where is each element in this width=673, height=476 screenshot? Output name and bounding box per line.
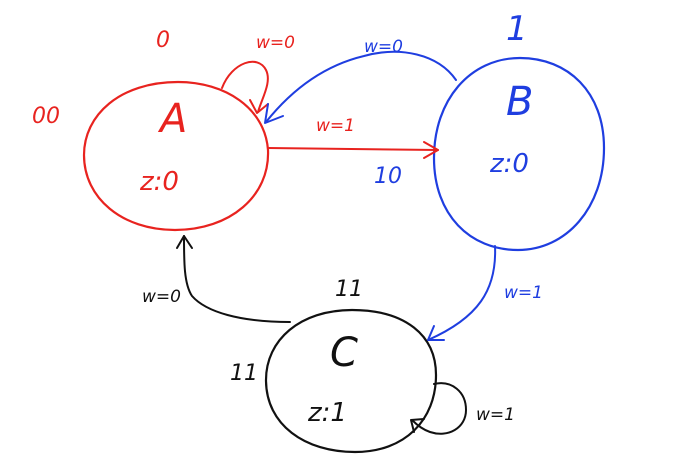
state-a-code-digit: 0 [156,28,170,53]
arrow-c-to-a [183,235,291,323]
label-c-to-a: w=0 [142,287,181,307]
arrow-b-to-a [265,50,457,123]
transition-c-to-c: w=1 [410,382,515,435]
state-b-code-digit: 1 [506,9,528,49]
label-a-to-b: w=1 [316,116,355,136]
state-c-name: C [330,330,358,376]
state-c-code-left: 11 [230,361,258,386]
transition-b-to-c: w=1 [427,245,543,341]
arrowhead-a-self-loop [249,99,269,114]
label-b-to-a: w=0 [364,37,403,57]
transition-b-to-a: w=0 [264,37,457,124]
state-b-code: 10 [374,164,402,189]
arrowhead-b-to-a [264,103,284,124]
state-b-name: B [506,79,533,125]
arrow-a-self-loop [221,60,269,113]
state-a-circle [82,80,270,232]
state-c-output: z:1 [307,398,347,428]
state-a-output: z:0 [139,167,179,197]
state-a: A z:0 00 0 [32,28,270,232]
arrow-b-to-c [427,245,497,341]
arrow-a-to-b [267,147,439,151]
state-c-circle [264,308,438,454]
transition-a-to-b: w=1 [267,116,439,159]
state-c-code-top: 11 [335,277,363,302]
label-b-to-c: w=1 [504,283,543,303]
arrowhead-c-self-loop [410,418,425,433]
state-b: B z:0 10 1 [374,9,606,252]
label-c-self-loop: w=1 [476,405,515,425]
arrow-c-self-loop [411,382,467,435]
arrowhead-b-to-c [427,325,445,341]
label-a-self-loop: w=0 [256,33,295,53]
transition-a-to-a: w=0 [221,33,295,114]
arrowhead-c-to-a [176,235,193,249]
state-a-code: 00 [32,104,60,129]
state-b-circle [432,56,606,252]
arrowhead-a-to-b [423,141,439,159]
state-a-name: A [157,96,187,142]
transition-c-to-a: w=0 [142,235,291,323]
state-b-output: z:0 [489,149,529,179]
state-c: C z:1 11 11 [230,277,438,454]
